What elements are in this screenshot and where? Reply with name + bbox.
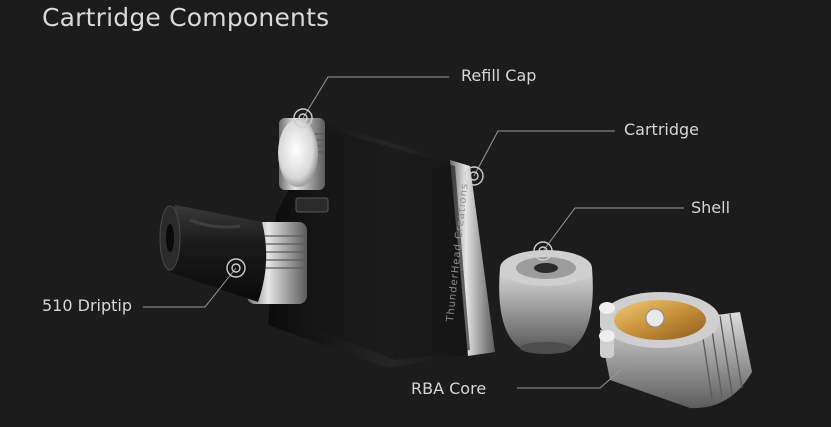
leader-line-rba-core [517, 359, 633, 389]
leader-line-refill-cap [302, 76, 449, 119]
leader-lines [143, 76, 684, 389]
label-rba-core: RBA Core [411, 379, 487, 398]
page-title: Cartridge Components [42, 3, 330, 32]
target-icon-cartridge [464, 166, 484, 186]
label-refill-cap: Refill Cap [461, 66, 537, 85]
leader-line-driptip [143, 267, 237, 308]
shell-part [499, 250, 593, 354]
refill-cap-part [278, 118, 325, 190]
target-icon-shell [533, 241, 553, 261]
label-shell: Shell [691, 198, 731, 217]
target-icon-driptip [226, 258, 246, 278]
label-cartridge: Cartridge [624, 120, 700, 139]
driptip-part [159, 205, 307, 304]
leader-line-shell [542, 207, 684, 252]
label-driptip: 510 Driptip [42, 296, 132, 315]
target-icon-refill-cap [293, 108, 313, 128]
rba-posts [599, 302, 615, 358]
cartridge-side-strip [450, 160, 495, 356]
rba-core-part [599, 292, 752, 409]
brand-window [295, 197, 329, 213]
leader-line-cartridge [473, 130, 615, 177]
target-markers [226, 108, 553, 278]
